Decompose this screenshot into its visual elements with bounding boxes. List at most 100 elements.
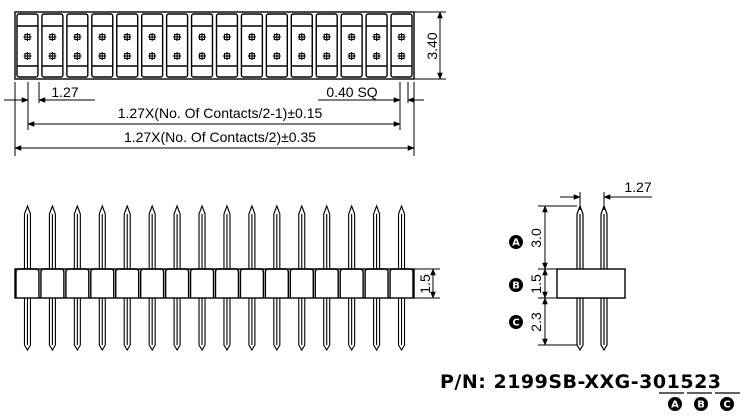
pin-top-glyph	[347, 33, 356, 41]
housing-cell	[116, 13, 139, 78]
pin-top-glyph	[397, 33, 406, 41]
body-span-label: 1.27X(No. Of Contacts/2)±0.35	[124, 129, 316, 145]
svg-text:A: A	[671, 400, 679, 411]
code-b: 15	[667, 371, 694, 393]
housing-cell	[365, 13, 388, 78]
front-housing-outline	[14, 268, 415, 299]
housing-cell	[390, 13, 413, 78]
pn-marker-b: B	[694, 397, 708, 411]
housing-cell	[190, 13, 214, 78]
row-height-dimension	[414, 11, 446, 80]
body-height-label: 1.5	[417, 274, 433, 294]
side-view-housing	[556, 268, 626, 299]
front-housing-cell	[389, 268, 414, 298]
pin-top-glyph	[297, 33, 306, 41]
front-housing-cell	[314, 268, 339, 298]
svg-text:C: C	[512, 318, 519, 329]
housing-cell	[140, 13, 164, 78]
pin-top-glyph	[222, 33, 231, 41]
side-pitch-dimension	[560, 192, 652, 210]
pin-top-glyph	[148, 52, 157, 60]
front-housing-cell	[214, 268, 240, 298]
front-housing-cell	[15, 268, 40, 298]
front-housing-cell	[65, 268, 90, 298]
part-number-text: P/N: 2199SB-XXG-301523	[440, 371, 722, 393]
pitch-label: 1.27	[51, 84, 78, 100]
marker-c: C	[509, 315, 523, 329]
svg-text:A: A	[512, 238, 520, 249]
pin-top-glyph	[123, 52, 132, 60]
dim-b-label: 1.5	[528, 274, 544, 294]
code-c: 23	[694, 371, 721, 393]
pin-top-glyph	[322, 52, 331, 60]
svg-text:B: B	[512, 281, 520, 292]
housing-cell	[16, 13, 39, 78]
pin-top-glyph	[173, 33, 182, 41]
pn-marker-c: C	[720, 397, 734, 411]
pin-top-glyph	[98, 52, 107, 60]
front-housing-cell	[364, 268, 389, 298]
pin-top-glyph	[347, 52, 356, 60]
pin-top-glyph	[73, 33, 82, 41]
pin-top-glyph	[247, 33, 256, 41]
front-view-housing	[14, 268, 415, 299]
front-housing-cell	[90, 268, 115, 298]
housing-cell	[340, 13, 363, 78]
svg-text:B: B	[697, 400, 705, 411]
pin-top-glyph	[23, 52, 32, 60]
pin-top-glyph	[372, 33, 381, 41]
front-housing-cell	[239, 268, 265, 298]
pin-top-glyph	[322, 33, 331, 41]
pin-top-glyph	[173, 52, 182, 60]
code-a: 30	[639, 371, 666, 393]
pin-span-label: 1.27X(No. Of Contacts/2-1)±0.15	[118, 105, 323, 121]
pin-top-glyph	[123, 33, 132, 41]
pin-top-glyph	[23, 33, 32, 41]
front-view: 1.5	[14, 204, 440, 352]
front-housing-cell	[115, 268, 140, 298]
front-housing-cell	[164, 268, 190, 298]
top-view-pin-grid	[23, 33, 406, 60]
side-view: 1.27 3.0 1.5 2.3 A B C	[509, 179, 652, 352]
pin-top-glyph	[198, 33, 207, 41]
side-vertical-dimensions	[538, 205, 577, 346]
pin-top-glyph	[73, 52, 82, 60]
front-housing-cell	[139, 268, 165, 298]
front-housing-cell	[40, 268, 65, 298]
pin-top-glyph	[48, 33, 57, 41]
pin-top-glyph	[247, 52, 256, 60]
housing-outline	[14, 11, 415, 80]
top-view: 3.40 1.27 0.40 SQ 1.27X(No. Of Contacts/…	[4, 11, 446, 156]
housing-cell	[91, 13, 114, 78]
dim-c-label: 2.3	[528, 312, 544, 332]
marker-b: B	[509, 278, 523, 292]
pin-top-glyph	[397, 52, 406, 60]
pin-top-glyph	[372, 52, 381, 60]
pin-top-glyph	[222, 52, 231, 60]
side-pitch-label: 1.27	[624, 179, 651, 195]
housing-cell	[41, 13, 64, 78]
pin-top-glyph	[272, 52, 281, 60]
housing-cell	[315, 13, 338, 78]
front-housing-cell	[289, 268, 314, 298]
housing-cell	[215, 13, 239, 78]
pin-top-glyph	[98, 33, 107, 41]
pin-size-label: 0.40 SQ	[326, 84, 377, 100]
pin-top-glyph	[148, 33, 157, 41]
housing-cell	[165, 13, 189, 78]
part-number: P/N: 2199SB-XXG-301523 A B C	[440, 371, 740, 411]
pin-top-glyph	[297, 52, 306, 60]
front-housing-cell	[339, 268, 364, 298]
front-housing-cell	[264, 268, 290, 298]
top-view-housing	[14, 11, 415, 80]
svg-text:C: C	[723, 400, 730, 411]
front-housing-cell	[189, 268, 215, 298]
dim-a-label: 3.0	[528, 228, 544, 248]
housing-cell	[66, 13, 89, 78]
pin-top-glyph	[48, 52, 57, 60]
pin-top-glyph	[272, 33, 281, 41]
housing-cell	[240, 13, 264, 78]
pin-top-glyph	[198, 52, 207, 60]
marker-a: A	[509, 235, 523, 249]
pn-marker-a: A	[668, 397, 682, 411]
